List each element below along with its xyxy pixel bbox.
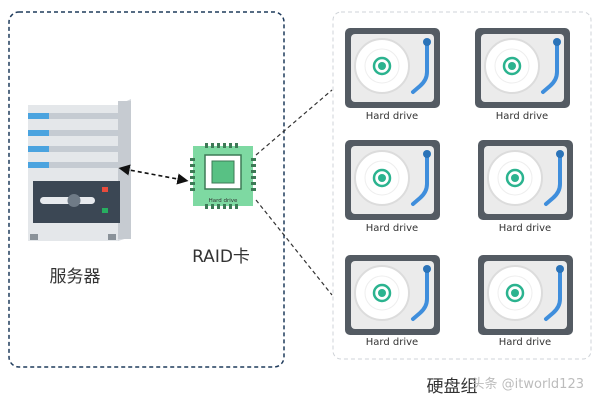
hard-drive-icon xyxy=(476,253,575,337)
hard-drive-label: Hard drive xyxy=(366,337,418,348)
disk-group-frame xyxy=(332,11,592,360)
hard-drive-label: Hard drive xyxy=(496,111,548,122)
disk-group-label: 硬盘组 xyxy=(427,377,478,397)
raid-card-icon: Hard drive xyxy=(190,143,256,209)
hard-drive-icon xyxy=(473,26,572,110)
hard-drive-icon xyxy=(343,253,442,337)
raid-card-label: RAID卡 xyxy=(192,247,250,267)
hard-drive-5: Hard drive xyxy=(343,253,442,348)
hard-drive-label: Hard drive xyxy=(499,337,551,348)
hard-drive-3: Hard drive xyxy=(343,138,442,234)
hard-drive-label: Hard drive xyxy=(499,223,551,234)
raid-card-chip-caption: Hard drive xyxy=(209,198,238,204)
hard-drive-icon xyxy=(476,138,575,222)
hard-drive-label: Hard drive xyxy=(366,223,418,234)
server-label: 服务器 xyxy=(50,267,101,287)
server-raid-link-arrow xyxy=(118,164,189,185)
watermark-text: 头条 @itworld123 xyxy=(472,376,584,392)
hard-drive-icon xyxy=(343,138,442,222)
hard-drive-6: Hard drive xyxy=(476,253,575,348)
raid-to-disk-group-line-top xyxy=(255,89,333,156)
hard-drive-2: Hard drive xyxy=(473,26,572,122)
server-enclosure-frame xyxy=(8,11,285,368)
hard-drive-1: Hard drive xyxy=(343,26,442,122)
hard-drive-icon xyxy=(343,26,442,110)
server-icon xyxy=(28,99,131,241)
hard-drive-label: Hard drive xyxy=(366,111,418,122)
raid-to-disk-group-line-bottom xyxy=(255,199,333,296)
hard-drive-4: Hard drive xyxy=(476,138,575,234)
